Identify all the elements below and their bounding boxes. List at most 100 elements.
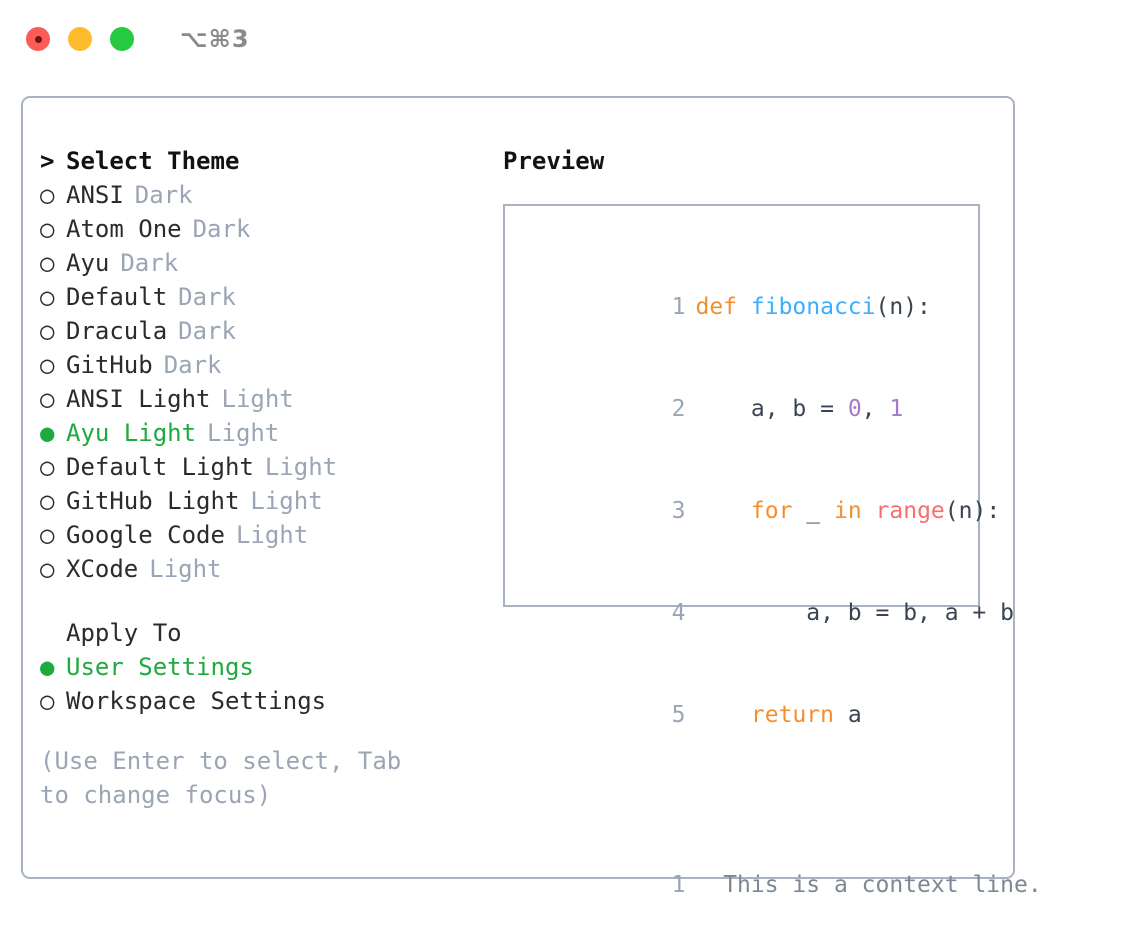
code-line: 2 a, b = 0, 1 xyxy=(521,358,978,460)
theme-option-badge: Dark xyxy=(192,215,251,243)
code-line: 4 a, b = b, a + b xyxy=(521,562,1014,664)
radio-unselected-icon[interactable]: ○ xyxy=(40,351,55,379)
code-line: 3 for _ in range(n): xyxy=(521,460,1001,562)
line-number: 4 xyxy=(671,600,686,626)
radio-unselected-icon[interactable]: ○ xyxy=(40,181,55,209)
theme-option-atom-one[interactable]: ○ Atom One Dark xyxy=(40,212,480,246)
line-number: 2 xyxy=(671,396,686,422)
radio-unselected-icon[interactable]: ○ xyxy=(40,385,55,413)
theme-option-ayu[interactable]: ○ Ayu Dark xyxy=(40,246,480,280)
theme-option-badge: Dark xyxy=(120,249,179,277)
radio-unselected-icon[interactable]: ○ xyxy=(40,283,55,311)
line-number: 3 xyxy=(671,498,686,524)
code-token: (n): xyxy=(875,294,931,320)
code-blank-line xyxy=(521,800,978,834)
radio-unselected-icon[interactable]: ○ xyxy=(40,521,55,549)
code-token: a xyxy=(833,702,862,728)
code-blank-line xyxy=(521,766,978,800)
theme-option-label: Default Light xyxy=(66,453,254,481)
theme-option-label: Google Code xyxy=(66,521,225,549)
theme-option-badge: Dark xyxy=(134,181,193,209)
diff-line-context: 1 This is a context line. xyxy=(521,834,1042,934)
code-token: in xyxy=(833,498,862,524)
theme-option-xcode[interactable]: ○ XCode Light xyxy=(40,552,480,586)
radio-selected-icon[interactable]: ● xyxy=(40,653,55,681)
theme-option-badge: Light xyxy=(221,385,294,413)
radio-unselected-icon[interactable]: ○ xyxy=(40,555,55,583)
code-token: (n): xyxy=(944,498,1001,524)
code-token: 0 xyxy=(847,396,862,422)
theme-option-label: Default xyxy=(66,283,168,311)
apply-to-heading: Apply To xyxy=(40,616,480,650)
radio-unselected-icon[interactable]: ○ xyxy=(40,453,55,481)
apply-to-option-user-settings[interactable]: ● User Settings xyxy=(40,650,480,684)
theme-option-google-code[interactable]: ○ Google Code Light xyxy=(40,518,480,552)
code-token: def xyxy=(695,294,751,320)
code-token: , xyxy=(861,396,890,422)
radio-unselected-icon[interactable]: ○ xyxy=(40,487,55,515)
code-token: _ xyxy=(792,498,834,524)
apply-to-option-workspace-settings[interactable]: ○ Workspace Settings xyxy=(40,684,480,718)
diff-text: This is a context line. xyxy=(709,872,1042,898)
code-token: range xyxy=(875,498,945,524)
theme-option-ansi-light[interactable]: ○ ANSI Light Light xyxy=(40,382,480,416)
theme-option-label: ANSI Light xyxy=(66,385,211,413)
radio-unselected-icon[interactable]: ○ xyxy=(40,687,55,715)
theme-picker-heading: > Select Theme xyxy=(40,144,480,178)
code-token: a, b = xyxy=(695,396,848,422)
code-token: return xyxy=(695,702,834,728)
theme-option-label: Dracula xyxy=(66,317,168,345)
prompt-caret-icon: > xyxy=(40,147,69,175)
theme-option-label: Ayu Light xyxy=(66,419,197,447)
theme-option-github-light[interactable]: ○ GitHub Light Light xyxy=(40,484,480,518)
theme-option-label: Ayu xyxy=(66,249,110,277)
line-number: 1 xyxy=(671,872,686,898)
preview-title: Preview xyxy=(503,147,605,175)
radio-unselected-icon[interactable]: ○ xyxy=(40,215,55,243)
keyboard-hint-text: (Use Enter to select, Tab to change focu… xyxy=(40,747,416,809)
theme-option-label: GitHub Light xyxy=(66,487,240,515)
apply-to-option-label: Workspace Settings xyxy=(66,687,327,715)
code-token: a, b = b, a + b xyxy=(695,600,1014,626)
code-token: 1 xyxy=(889,396,904,422)
theme-option-badge: Light xyxy=(235,521,309,549)
code-token: fibonacci xyxy=(750,294,876,320)
theme-option-badge: Light xyxy=(250,487,323,515)
section-spacer xyxy=(40,586,480,616)
theme-option-default[interactable]: ○ Default Dark xyxy=(40,280,480,314)
apply-to-option-label: User Settings xyxy=(66,653,254,681)
theme-option-label: ANSI xyxy=(66,181,124,209)
theme-option-badge: Dark xyxy=(163,351,222,379)
theme-option-label: GitHub xyxy=(66,351,153,379)
title-bar: ⌥⌘3 xyxy=(0,0,1140,78)
theme-option-ansi[interactable]: ○ ANSI Dark xyxy=(40,178,480,212)
line-number: 5 xyxy=(671,702,686,728)
code-token xyxy=(862,498,876,524)
radio-selected-icon[interactable]: ● xyxy=(40,419,55,447)
window-controls xyxy=(26,27,134,51)
theme-option-label: Atom One xyxy=(66,215,182,243)
radio-unselected-icon[interactable]: ○ xyxy=(40,249,55,277)
minimize-window-button[interactable] xyxy=(68,27,92,51)
theme-option-github[interactable]: ○ GitHub Dark xyxy=(40,348,480,382)
close-window-button[interactable] xyxy=(26,27,50,51)
code-token: for xyxy=(695,498,793,524)
theme-option-badge: Dark xyxy=(178,283,236,311)
theme-option-label: XCode xyxy=(66,555,139,583)
line-number: 1 xyxy=(671,294,686,320)
keyboard-shortcut-label: ⌥⌘3 xyxy=(180,25,250,53)
radio-unselected-icon[interactable]: ○ xyxy=(40,317,55,345)
apply-to-heading-label: Apply To xyxy=(66,619,182,647)
code-line: 1 def fibonacci(n): xyxy=(521,256,978,358)
diff-sign xyxy=(695,872,709,898)
maximize-window-button[interactable] xyxy=(110,27,134,51)
code-line: 5 return a xyxy=(521,664,978,766)
theme-option-badge: Light xyxy=(149,555,222,583)
